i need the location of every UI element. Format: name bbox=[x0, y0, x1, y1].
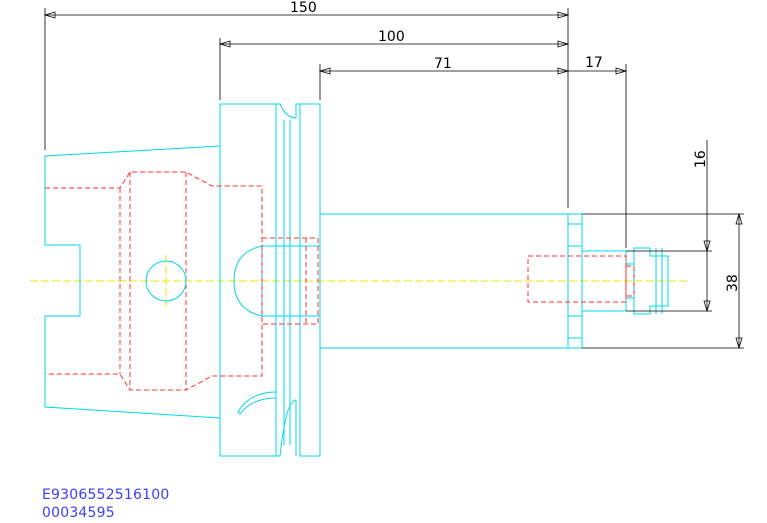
arrow bbox=[735, 212, 743, 225]
arrow bbox=[615, 67, 628, 75]
order-code: 00034595 bbox=[42, 505, 115, 521]
groove-top bbox=[276, 103, 301, 456]
hidden-screw-bore bbox=[527, 255, 627, 303]
drive-slot-bottom bbox=[237, 391, 277, 415]
arrow bbox=[557, 11, 570, 19]
taper-outline bbox=[44, 145, 221, 419]
hidden-screw-tip bbox=[625, 265, 635, 297]
hidden-cross-hole bbox=[145, 260, 187, 302]
arrow bbox=[557, 67, 570, 75]
dim-71: 71 bbox=[434, 56, 452, 72]
nose-slot-top bbox=[567, 223, 583, 247]
hidden-bore-mid bbox=[261, 237, 319, 325]
dim-150: 150 bbox=[290, 0, 317, 16]
arrow bbox=[218, 40, 231, 48]
arrow bbox=[43, 11, 56, 19]
arrow bbox=[703, 300, 711, 313]
dim-38: 38 bbox=[725, 274, 741, 292]
arrow bbox=[318, 67, 331, 75]
arrow bbox=[557, 40, 570, 48]
flange-outline bbox=[219, 103, 277, 457]
arrow bbox=[703, 240, 711, 253]
flange-collar bbox=[299, 103, 321, 457]
dim-100: 100 bbox=[378, 29, 405, 45]
groove-bottom bbox=[276, 399, 297, 457]
part-code: E9306552516100 bbox=[42, 487, 170, 503]
pocket-arc bbox=[233, 245, 263, 317]
dim-16: 16 bbox=[693, 150, 709, 168]
arrow bbox=[735, 337, 743, 350]
nose-slot-bottom bbox=[567, 315, 583, 339]
dim-17: 17 bbox=[585, 55, 603, 71]
